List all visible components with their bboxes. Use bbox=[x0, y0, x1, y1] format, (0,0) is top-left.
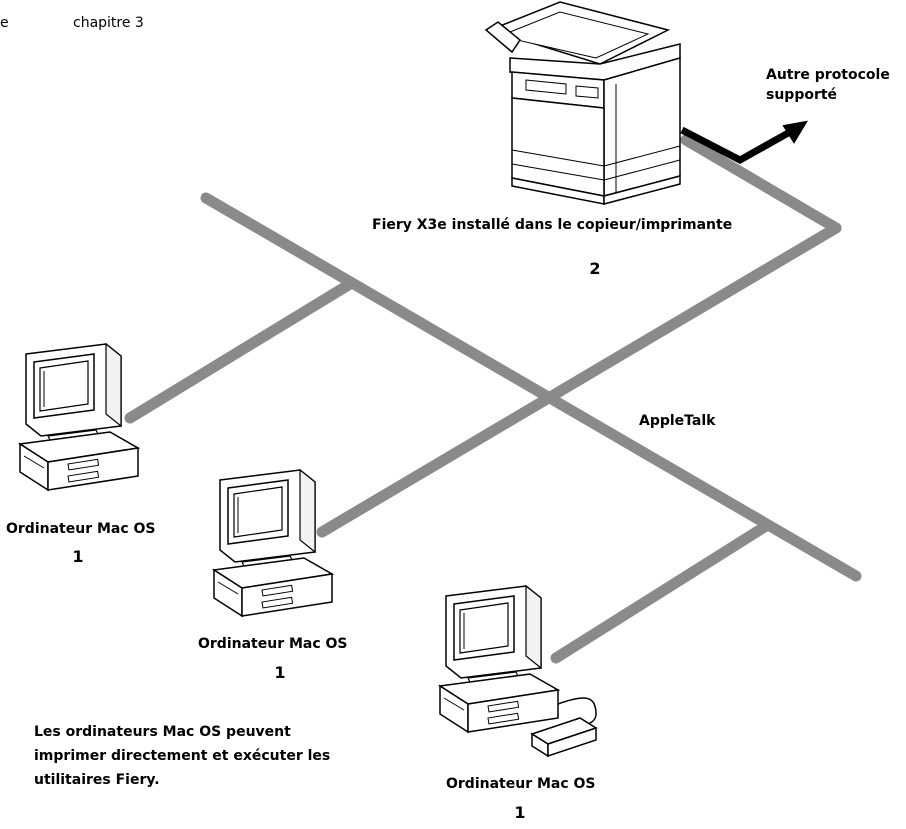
computer-2 bbox=[213, 469, 333, 617]
printer-trunk-line bbox=[316, 222, 842, 538]
computer-3-label: Ordinateur Mac OS bbox=[446, 776, 596, 792]
chapter-label: chapitre 3 bbox=[73, 15, 144, 31]
computer-1-drop-line bbox=[124, 278, 356, 424]
other-protocol-link bbox=[680, 120, 808, 164]
printer-number: 2 bbox=[589, 259, 601, 278]
copier-printer-icon bbox=[484, 1, 681, 205]
mac-computer-icon bbox=[439, 585, 559, 733]
mac-computer-icon bbox=[19, 343, 139, 491]
network-lines bbox=[124, 134, 862, 664]
network-name-label: AppleTalk bbox=[639, 413, 716, 429]
printer-label: Fiery X3e installé dans le copieur/impri… bbox=[372, 217, 733, 233]
computer-1 bbox=[19, 343, 139, 491]
description-note: Les ordinateurs Mac OS peuvent imprimer … bbox=[34, 724, 331, 788]
computer-3-number: 1 bbox=[514, 803, 526, 822]
printer-branch-line bbox=[680, 134, 842, 234]
mac-computer-icon bbox=[213, 469, 333, 617]
computer-2-label: Ordinateur Mac OS bbox=[198, 636, 348, 652]
external-drive-icon bbox=[530, 717, 598, 758]
arrow-head-icon bbox=[782, 120, 808, 144]
computer-1-number: 1 bbox=[72, 547, 84, 566]
computer-1-label: Ordinateur Mac OS bbox=[6, 521, 156, 537]
appletalk-main-line bbox=[200, 192, 862, 582]
header-left-fragment: e bbox=[0, 15, 9, 31]
computer-3 bbox=[439, 585, 598, 758]
computer-2-number: 1 bbox=[274, 663, 286, 682]
computer-3-drop-line bbox=[550, 520, 772, 664]
other-protocol-label: Autre protocole supporté bbox=[766, 67, 890, 103]
